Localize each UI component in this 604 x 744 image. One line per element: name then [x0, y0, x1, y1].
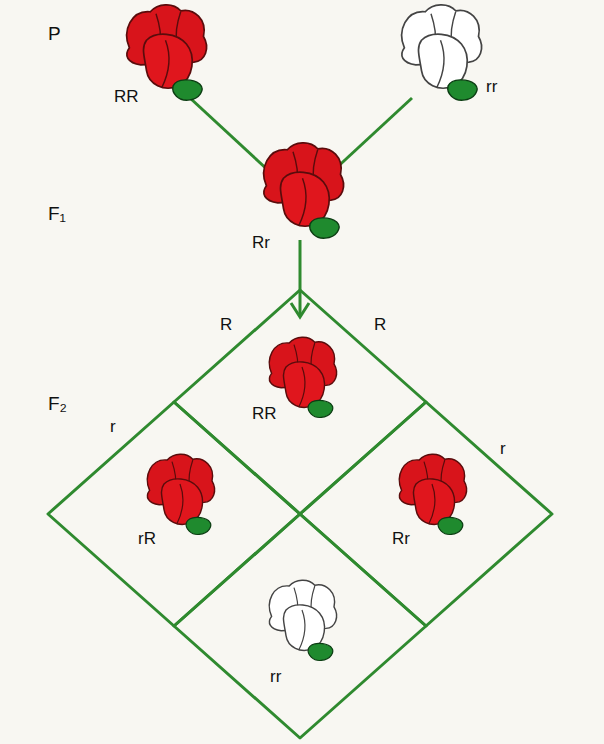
generation-label: F₁ [48, 204, 66, 225]
allele-label: R [220, 316, 232, 335]
genotype-label: rr [270, 668, 281, 687]
cell-border [174, 290, 426, 514]
allele-label: r [500, 440, 506, 459]
genotype-label: rr [486, 78, 497, 97]
cell-border [174, 514, 426, 738]
red-flower [269, 337, 336, 417]
allele-label: R [374, 316, 386, 335]
cell-outline [174, 290, 426, 514]
cell-border [48, 402, 300, 626]
generation-label: F₂ [48, 394, 67, 415]
cell-outline [174, 514, 426, 738]
punnett-cell: rR [48, 402, 300, 626]
punnett-cell: RR [174, 290, 426, 514]
descent-line [299, 240, 302, 316]
red-flower [399, 454, 466, 534]
white-flower [269, 580, 336, 660]
generation-label: P [48, 24, 61, 45]
arrow-head [291, 303, 309, 317]
punnett-cell: Rr [300, 402, 552, 626]
cross-line [332, 98, 412, 172]
punnett-cell: rr [174, 514, 426, 738]
allele-label: r [110, 418, 116, 437]
red-flower [264, 143, 344, 238]
cell-outline [300, 402, 552, 626]
genotype-label: RR [114, 88, 139, 107]
cell-outline [48, 402, 300, 626]
genotype-label: Rr [392, 530, 410, 549]
red-flower [147, 454, 214, 534]
genotype-label: rR [138, 530, 156, 549]
red-flower [127, 5, 207, 100]
white-flower [402, 5, 482, 100]
genotype-label: Rr [252, 234, 270, 253]
cell-border [300, 402, 552, 626]
cross-line [190, 98, 270, 172]
genotype-label: RR [252, 405, 277, 424]
